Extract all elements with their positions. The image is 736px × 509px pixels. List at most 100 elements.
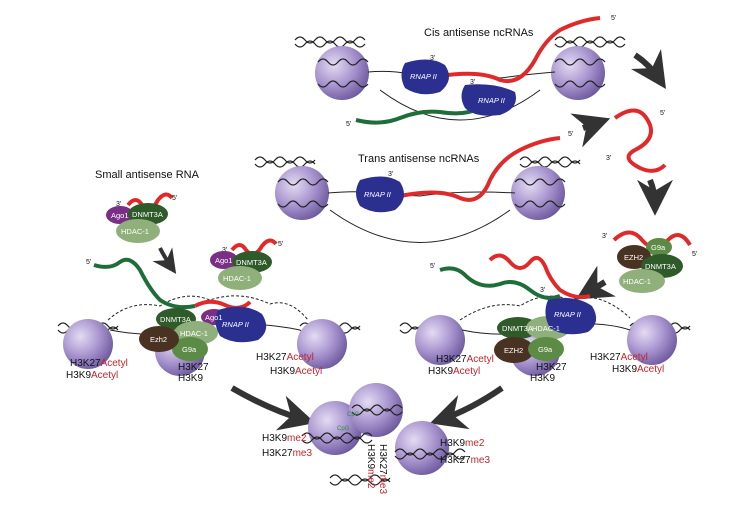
ago1-label: Ago1 bbox=[111, 211, 129, 220]
histone-mark: H3K27me3 bbox=[377, 444, 388, 494]
histone-mark: H3K9me2 bbox=[365, 444, 376, 489]
dna-helix bbox=[277, 178, 329, 186]
right-chromatin: 5' 3' DNMT3A HDAC-1 EZH2 G9a RNAP II H3K… bbox=[399, 253, 691, 384]
nucleosome bbox=[511, 166, 565, 220]
dna-bubble bbox=[379, 89, 541, 121]
three-prime: 3' bbox=[540, 287, 545, 294]
nucleosome bbox=[297, 319, 347, 369]
nucleosome bbox=[415, 315, 465, 365]
dna-helix bbox=[317, 80, 369, 88]
three-prime: 3' bbox=[222, 247, 227, 254]
green-rna bbox=[93, 257, 196, 310]
dna-helix bbox=[317, 58, 369, 66]
histone-mark: H3K9Acetyl bbox=[66, 370, 118, 381]
hdac1-label: HDAC-1 bbox=[223, 274, 251, 283]
dna-helix bbox=[394, 452, 466, 460]
dna-helix bbox=[554, 40, 626, 48]
dna-bubble bbox=[329, 209, 511, 243]
dna-helix bbox=[554, 36, 626, 44]
histone-mark: H3K9 bbox=[530, 373, 555, 384]
green-rna bbox=[439, 266, 561, 300]
histone-mark: H3K9Acetyl bbox=[428, 366, 480, 377]
rnap-label: RNAP II bbox=[222, 320, 249, 329]
ago1-protein bbox=[106, 206, 134, 224]
dna-helix bbox=[519, 160, 581, 168]
g9a-protein bbox=[646, 238, 672, 256]
five-prime: 5' bbox=[611, 15, 616, 22]
five-prime: 5' bbox=[692, 251, 697, 258]
dna-helix bbox=[301, 432, 373, 440]
dna-helix bbox=[329, 478, 391, 486]
dna-helix bbox=[351, 404, 403, 412]
flow-arrow bbox=[429, 385, 504, 430]
free-red-rna bbox=[613, 108, 667, 173]
rnap-ii bbox=[545, 298, 597, 335]
rnap-ii bbox=[461, 84, 516, 116]
g9a-protein bbox=[528, 337, 564, 361]
rnap-label: RNAP II bbox=[410, 72, 437, 81]
dna-helix bbox=[301, 436, 373, 444]
flow-arrow bbox=[631, 49, 666, 89]
histone-mark: H3K27me3 bbox=[440, 455, 490, 466]
hdac1-protein bbox=[619, 269, 665, 293]
left-chromatin: 5' Ago1 DNMT3A HDAC-1 G9a Ezh2 RNAP II H… bbox=[57, 257, 361, 384]
flow-arrow bbox=[636, 178, 673, 216]
rnap-label: RNAP II bbox=[554, 310, 581, 319]
three-prime: 3' bbox=[388, 171, 393, 178]
five-prime: 5' bbox=[660, 110, 665, 117]
five-prime: 5' bbox=[568, 131, 573, 138]
dna-helix bbox=[329, 474, 391, 482]
nucleosome bbox=[308, 401, 362, 455]
histone-mark: H3K27Acetyl bbox=[70, 358, 128, 369]
five-prime: 5' bbox=[278, 241, 283, 248]
histone-mark: H3K9me2 bbox=[262, 433, 307, 444]
histone-mark: H3K27me3 bbox=[262, 448, 312, 459]
dna-helix bbox=[554, 80, 606, 88]
g9a-label: G9a bbox=[182, 345, 197, 354]
ezh2-label: EZH2 bbox=[504, 346, 523, 355]
ezh2-protein bbox=[139, 326, 179, 352]
nucleosome bbox=[349, 383, 403, 437]
trans-panel: Trans antisense ncRNAs 3' 5' RNAP II bbox=[254, 131, 581, 243]
dna-helix bbox=[294, 36, 366, 44]
green-rna bbox=[355, 106, 481, 125]
rnap-label: RNAP II bbox=[478, 96, 505, 105]
ezh2-label: Ezh2 bbox=[150, 335, 167, 344]
five-prime: 5' bbox=[172, 195, 177, 202]
dna-helix bbox=[519, 156, 581, 164]
flow-arrow bbox=[570, 113, 611, 148]
dna-helix bbox=[351, 408, 403, 416]
dna-helix bbox=[514, 200, 566, 208]
dna-helix bbox=[277, 200, 329, 208]
dna-helix bbox=[294, 40, 366, 48]
histone-mark: H3K27Acetyl bbox=[590, 352, 648, 363]
g9a-label: G9a bbox=[538, 345, 553, 354]
rnap-ii bbox=[356, 176, 404, 213]
dnmt3a-label: DNMT3A bbox=[645, 262, 676, 271]
hdac1-label: HDAC-1 bbox=[180, 329, 208, 338]
small-label: Small antisense RNA bbox=[95, 169, 200, 181]
flow-arrow bbox=[230, 385, 316, 431]
small-rna-panel: Small antisense RNA 5' 3' Ago1 DNMT3A HD… bbox=[95, 169, 283, 290]
nucleosome bbox=[275, 166, 329, 220]
three-prime: 3' bbox=[606, 155, 611, 162]
bound-red-rna bbox=[488, 253, 591, 300]
dna-helix bbox=[254, 160, 316, 168]
hdac1-label: HDAC-1 bbox=[121, 227, 149, 236]
histone-mark: H3K9Acetyl bbox=[612, 364, 664, 375]
flow-arrow bbox=[152, 247, 177, 274]
three-prime: 3' bbox=[470, 79, 475, 86]
ago1-protein bbox=[210, 251, 238, 269]
nucleosome bbox=[627, 315, 677, 365]
red-rna bbox=[399, 136, 561, 202]
g9a-protein bbox=[172, 337, 208, 361]
dnmt3a-label: DNMT3A bbox=[502, 324, 533, 333]
dna-helix bbox=[254, 156, 316, 164]
nucleosome bbox=[63, 319, 113, 369]
g9a-label: G9a bbox=[651, 243, 666, 252]
hdac1-label: HDAC-1 bbox=[623, 277, 651, 286]
ezh2-label: EZH2 bbox=[624, 253, 643, 262]
histone-mark: H3K9Acetyl bbox=[270, 366, 322, 377]
ezh2-protein bbox=[494, 337, 534, 363]
ago1-label: Ago1 bbox=[215, 256, 233, 265]
